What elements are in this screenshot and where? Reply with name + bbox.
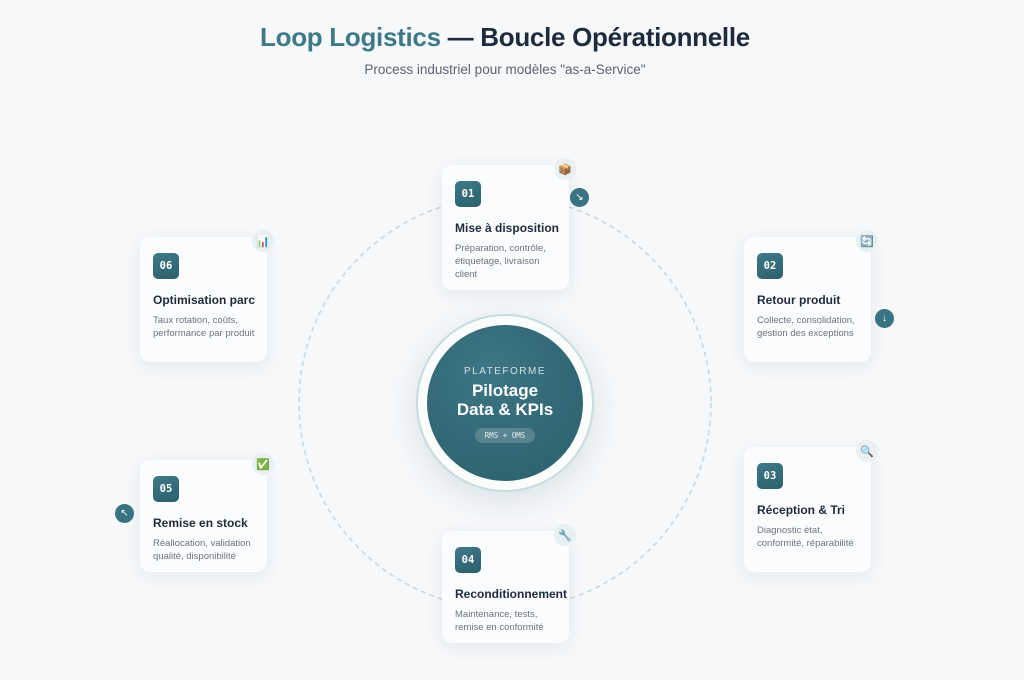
page-title: Loop Logistics — Boucle Opérationnelle <box>0 22 1010 53</box>
step-number-badge: 04 <box>455 547 481 573</box>
step-title: Optimisation parc <box>153 293 256 307</box>
wrench-icon: 🔧 <box>554 524 576 546</box>
bar-chart-icon: 📊 <box>252 230 274 252</box>
step-title: Reconditionnement <box>455 587 568 601</box>
refresh-icon: 🔄 <box>856 230 878 252</box>
step-number-badge: 03 <box>757 463 783 489</box>
package-icon: 📦 <box>554 158 576 180</box>
step-card-03: 03 Réception & Tri Diagnostic état, conf… <box>744 440 878 572</box>
step-number-badge: 02 <box>757 253 783 279</box>
step-card-04: 04 Reconditionnement Maintenance, tests,… <box>442 524 576 643</box>
step-title: Remise en stock <box>153 516 248 530</box>
flow-arrow-icon: ↖ <box>115 504 134 523</box>
step-card-05: 05 Remise en stock Réallocation, validat… <box>140 453 274 572</box>
step-card-02: 02 Retour produit Collecte, consolidatio… <box>744 230 878 362</box>
flow-arrow-icon: ↘ <box>570 188 589 207</box>
step-description: Maintenance, tests, remise en conformité <box>455 609 544 633</box>
step-title: Mise à disposition <box>455 221 560 235</box>
step-number-badge: 06 <box>153 253 179 279</box>
title-text: — Boucle Opérationnelle <box>440 22 751 52</box>
step-description: Préparation, contrôle, étiquetage, livra… <box>455 243 546 280</box>
check-icon: ✅ <box>252 453 274 475</box>
step-card-06: 06 Optimisation parc Taux rotation, coût… <box>140 230 274 362</box>
step-description: Taux rotation, coûts, performance par pr… <box>153 315 255 339</box>
flow-arrow-icon: ↓ <box>875 309 894 328</box>
hub-kicker: PLATEFORME <box>463 366 547 377</box>
step-number-badge: 05 <box>153 476 179 502</box>
step-number-badge: 01 <box>455 181 481 207</box>
hub-pill: RMS + OMS <box>474 428 536 443</box>
step-card-01: 01 Mise à disposition Préparation, contr… <box>442 158 576 290</box>
step-title: Retour produit <box>757 293 841 307</box>
step-description: Diagnostic état, conformité, réparabilit… <box>757 525 854 549</box>
step-description: Collecte, consolidation, gestion des exc… <box>757 315 855 339</box>
step-title: Réception & Tri <box>757 503 846 517</box>
magnifier-icon: 🔍 <box>856 440 878 462</box>
brand-name: Loop Logistics <box>260 22 441 52</box>
page-subtitle: Process industriel pour modèles "as-a-Se… <box>364 62 646 77</box>
step-description: Réallocation, validation qualité, dispon… <box>153 538 251 562</box>
